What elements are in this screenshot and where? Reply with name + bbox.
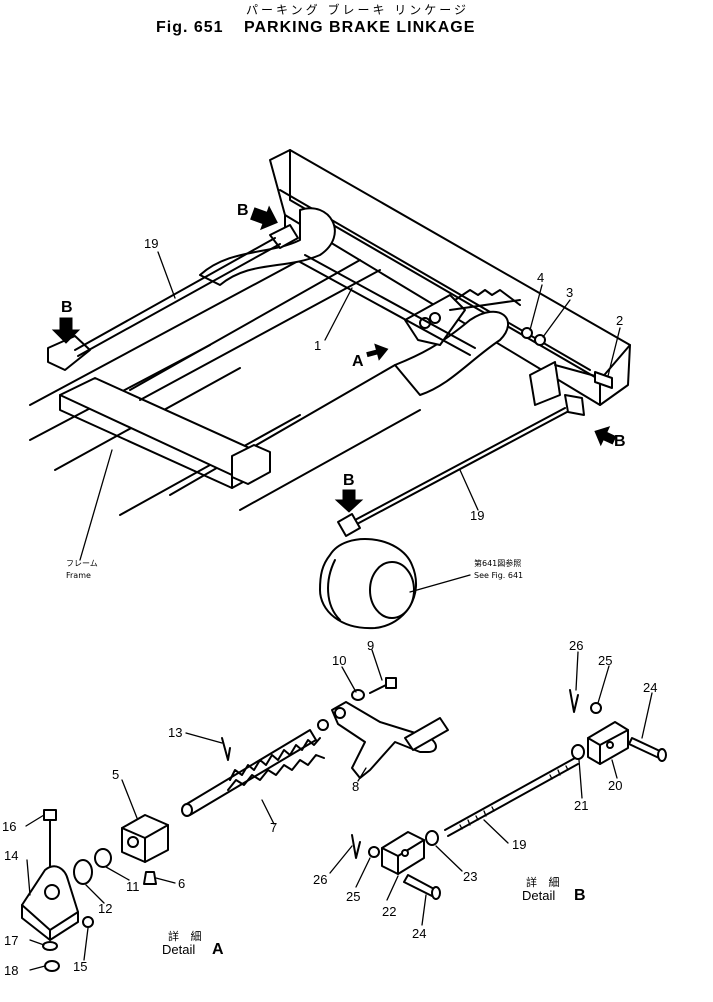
view-b-label-right: B bbox=[614, 433, 626, 450]
callout-24-top: 24 bbox=[643, 680, 657, 695]
arrow-icon bbox=[334, 489, 364, 513]
callout-11: 11 bbox=[126, 879, 140, 894]
callout-4: 4 bbox=[537, 270, 544, 285]
view-a-label: A bbox=[352, 353, 364, 370]
callout-18: 18 bbox=[4, 963, 18, 978]
callout-21: 21 bbox=[574, 798, 588, 813]
callout-12: 12 bbox=[98, 901, 112, 916]
callout-6: 6 bbox=[178, 876, 185, 891]
frame-assembly bbox=[29, 149, 631, 516]
frame-label-en: Frame bbox=[66, 571, 91, 580]
detail-b-jp: 詳 細 bbox=[526, 875, 564, 889]
callout-2: 2 bbox=[616, 313, 623, 328]
callout-19-detail: 19 bbox=[512, 837, 526, 852]
detail-b-en: Detail bbox=[522, 888, 555, 903]
callout-16: 16 bbox=[2, 819, 16, 834]
frame-label-jp: フレーム bbox=[66, 559, 98, 568]
callout-1: 1 bbox=[314, 338, 321, 353]
callout-26-top: 26 bbox=[569, 638, 583, 653]
view-arrows: B B A B B bbox=[51, 202, 626, 513]
callout-25-bottom: 25 bbox=[346, 889, 360, 904]
view-b-label-bottom: B bbox=[343, 472, 355, 489]
arrow-icon bbox=[594, 426, 617, 447]
page-title: PARKING BRAKE LINKAGE bbox=[244, 19, 475, 36]
callout-15: 15 bbox=[73, 959, 87, 974]
callout-14: 14 bbox=[4, 848, 18, 863]
frame-label: フレーム Frame bbox=[66, 449, 113, 580]
detail-a-parts bbox=[21, 677, 449, 972]
arrow-icon bbox=[366, 343, 389, 361]
arrow-icon bbox=[51, 317, 81, 344]
callout-24-bottom: 24 bbox=[412, 926, 426, 941]
view-b-label-left: B bbox=[61, 299, 73, 316]
callout-9: 9 bbox=[367, 638, 374, 653]
callout-3: 3 bbox=[566, 285, 573, 300]
callout-8: 8 bbox=[352, 779, 359, 794]
callout-22: 22 bbox=[382, 904, 396, 919]
callout-7: 7 bbox=[270, 820, 277, 835]
detail-b-letter: B bbox=[574, 887, 586, 904]
callout-17: 17 bbox=[4, 933, 18, 948]
detail-a-letter: A bbox=[212, 941, 224, 958]
see-figure-note: 第641図参照 See Fig. 641 bbox=[409, 558, 523, 593]
callout-20: 20 bbox=[608, 778, 622, 793]
detail-a-en: Detail bbox=[162, 942, 195, 957]
callout-19-mid: 19 bbox=[470, 508, 484, 523]
callouts: 19 1 4 3 2 19 9 10 13 5 8 7 16 14 11 12 … bbox=[2, 236, 657, 978]
callout-25-top: 25 bbox=[598, 653, 612, 668]
callout-13: 13 bbox=[168, 725, 182, 740]
detail-b-parts bbox=[351, 689, 667, 900]
see-figure-jp: 第641図参照 bbox=[474, 558, 521, 568]
detail-b-caption: 詳 細 Detail B bbox=[522, 875, 586, 904]
arrow-icon bbox=[250, 205, 278, 231]
view-b-label-top: B bbox=[237, 202, 249, 219]
callout-23: 23 bbox=[463, 869, 477, 884]
see-figure-en: See Fig. 641 bbox=[474, 571, 523, 580]
callout-19-top: 19 bbox=[144, 236, 158, 251]
leader-lines bbox=[25, 251, 653, 971]
callout-26-bottom: 26 bbox=[313, 872, 327, 887]
brake-drum bbox=[319, 513, 418, 630]
callout-10: 10 bbox=[332, 653, 346, 668]
title-japanese: パーキング ブレーキ リンケージ bbox=[246, 2, 469, 17]
detail-a-jp: 詳 細 bbox=[168, 929, 206, 943]
figure-number: Fig. 651 bbox=[156, 19, 224, 36]
callout-5: 5 bbox=[112, 767, 119, 782]
detail-a-caption: 詳 細 Detail A bbox=[162, 929, 224, 958]
brake-cables bbox=[74, 237, 568, 525]
